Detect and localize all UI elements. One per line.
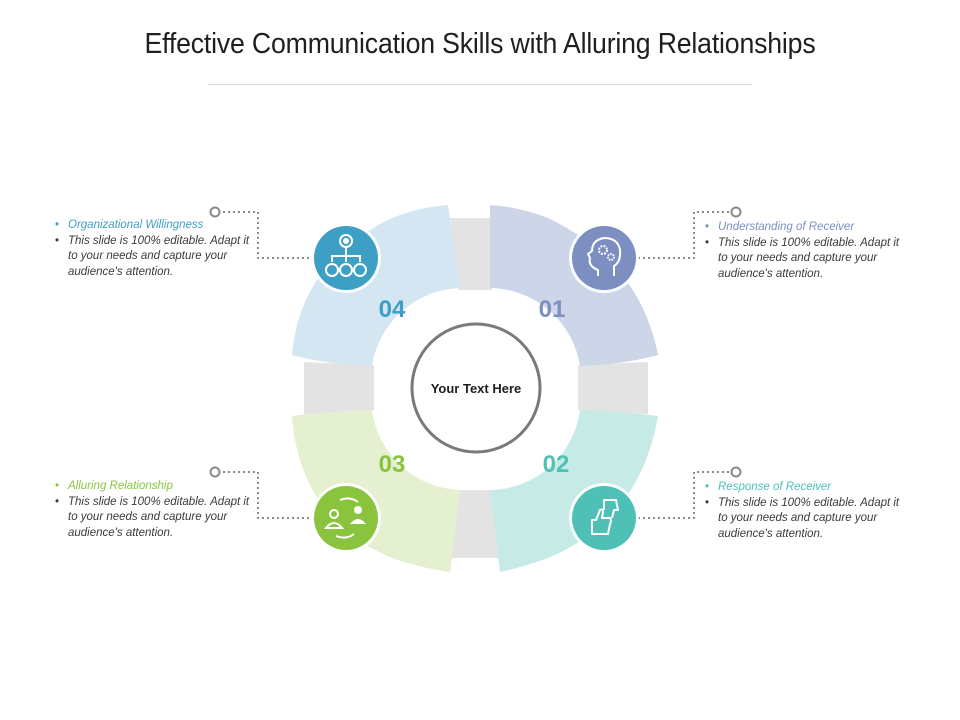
callout-03-body: This slide is 100% editable. Adapt it to… [55, 495, 255, 542]
segment-03-number: 03 [379, 451, 406, 478]
connector-04 [220, 211, 314, 259]
gap-block-right [578, 362, 648, 414]
callout-04: Organizational Willingness This slide is… [55, 218, 255, 280]
connector-03-dot [209, 466, 221, 478]
segment-04-shape [292, 205, 460, 366]
connectors [220, 211, 732, 519]
thumbs-up-down-icon [569, 483, 639, 553]
callout-02: Response of Receiver This slide is 100% … [705, 480, 905, 542]
title-divider [208, 84, 752, 85]
connector-02 [638, 471, 732, 519]
callout-04-body: This slide is 100% editable. Adapt it to… [55, 234, 255, 281]
connector-01 [638, 211, 732, 259]
center-circle [410, 322, 542, 454]
callout-02-body: This slide is 100% editable. Adapt it to… [705, 496, 905, 543]
connector-01-dot [730, 206, 742, 218]
segment-02-shape [490, 410, 658, 572]
connector-02-dot [730, 466, 742, 478]
callout-02-heading: Response of Receiver [705, 480, 905, 496]
callout-01-body: This slide is 100% editable. Adapt it to… [705, 236, 905, 283]
callout-01-heading: Understanding of Receiver [705, 220, 905, 236]
gap-block-left [304, 362, 374, 414]
segment-01-shape [490, 205, 658, 366]
gap-block-top [450, 218, 500, 290]
callout-01: Understanding of Receiver This slide is … [705, 220, 905, 282]
page-title: Effective Communication Skills with Allu… [144, 28, 816, 60]
people-exchange-icon [311, 483, 381, 553]
segment-02-number: 02 [543, 451, 570, 478]
center-text: Your Text Here [431, 381, 522, 396]
gap-block-bottom [450, 490, 500, 558]
segment-03-shape [292, 410, 460, 572]
gap-blocks [304, 218, 648, 558]
head-gears-icon [569, 223, 639, 293]
segment-01-number: 01 [539, 296, 566, 323]
segment-04-number: 04 [379, 296, 406, 323]
callout-03: Alluring Relationship This slide is 100%… [55, 479, 255, 541]
connector-04-dot [209, 206, 221, 218]
callout-03-heading: Alluring Relationship [55, 479, 255, 495]
connector-03 [220, 471, 314, 519]
org-hierarchy-icon [311, 223, 381, 293]
callout-04-heading: Organizational Willingness [55, 218, 255, 234]
